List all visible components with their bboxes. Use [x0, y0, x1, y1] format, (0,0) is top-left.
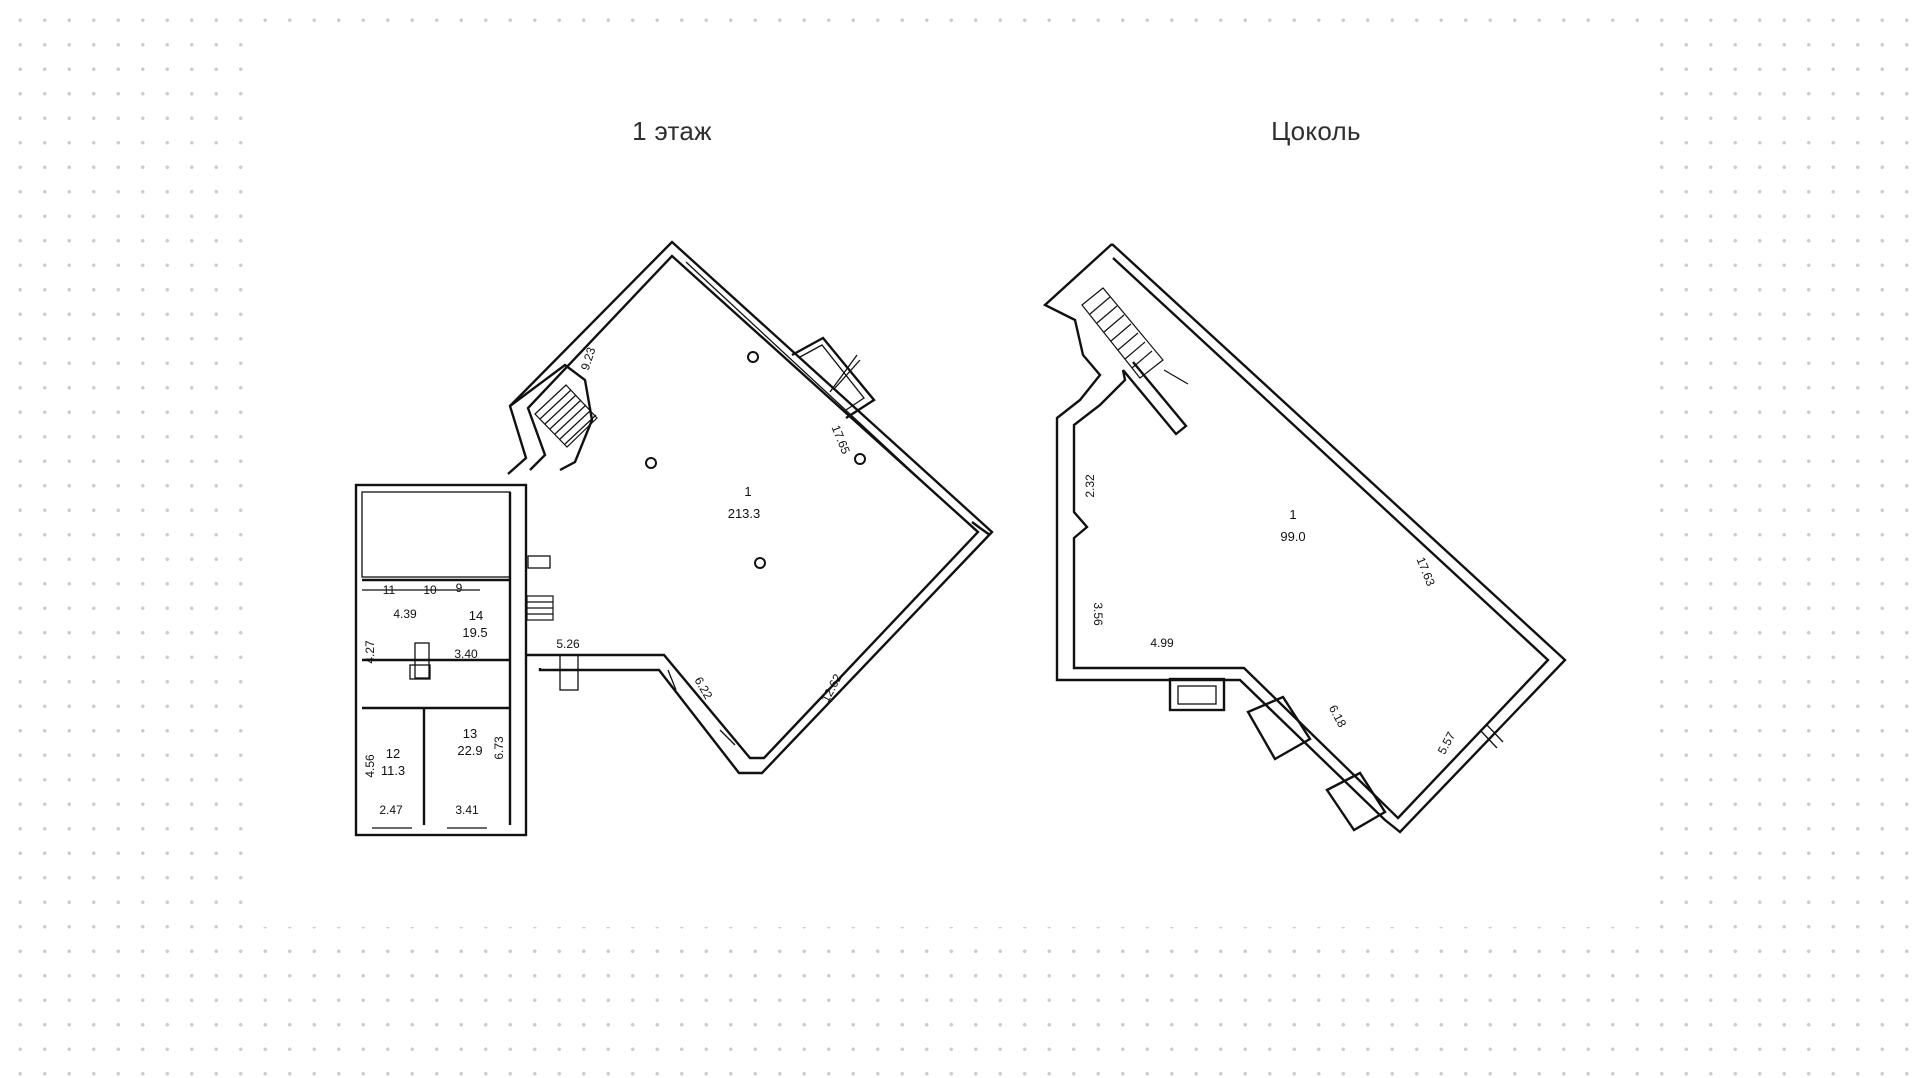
floor1-dim: 5.26	[556, 637, 580, 651]
floor1-plan: 1 213.3 14 19.5 13 22.9 12 11.3 11 10 9 …	[354, 240, 994, 837]
floor1-room1-area: 213.3	[728, 506, 761, 521]
floor1-dim: 4.56	[363, 754, 377, 778]
basement-plan: 1 99.0 2.32 3.56 4.99 17.63 6.18 5.57	[1042, 243, 1567, 834]
floor1-room11-number: 11	[383, 583, 396, 597]
floor1-niche	[527, 555, 551, 569]
basement-window-well	[1246, 695, 1312, 761]
floor1-wc	[414, 642, 430, 679]
basement-room1-area: 99.0	[1280, 529, 1305, 544]
basement-dim: 4.99	[1150, 636, 1174, 650]
floor1-hall-outer-wall	[507, 240, 994, 775]
basement-stair-shaft	[1122, 361, 1188, 436]
basement-dim: 3.56	[1091, 602, 1105, 626]
floor1-door-mark-2	[834, 359, 861, 389]
floor1-porch-inner	[799, 344, 865, 411]
floor1-room10-number: 10	[423, 583, 437, 597]
floor1-column	[754, 557, 766, 569]
floor1-dim: 6.73	[492, 736, 506, 760]
floor1-stair	[534, 384, 598, 448]
floor1-dim: 4.39	[393, 607, 417, 621]
basement-stair	[1081, 287, 1189, 385]
floor1-room14-area: 19.5	[462, 625, 487, 640]
floor1-dim: 3.41	[455, 803, 479, 817]
basement-room1-number: 1	[1289, 507, 1296, 522]
floor1-room13-area: 22.9	[457, 743, 482, 758]
floor1-column	[747, 351, 759, 363]
floor1-room12-area: 11.3	[381, 763, 405, 778]
basement-window-well	[1168, 677, 1226, 712]
basement-outer-wall	[1042, 243, 1567, 834]
floor1-dim: 12.62	[818, 671, 845, 704]
floor1-window-line	[685, 261, 976, 531]
basement-window-mark	[1479, 729, 1498, 749]
floor1-left-wing	[354, 483, 528, 837]
floor1-room1-number: 1	[744, 484, 751, 499]
basement-dim: 5.57	[1435, 729, 1458, 756]
floor1-window-a	[667, 669, 677, 691]
floor1-dim: 17.65	[829, 423, 853, 456]
floor1-dim: 3.40	[454, 647, 478, 661]
basement-dim: 2.32	[1083, 474, 1097, 498]
floor1-dim: 6.22	[692, 674, 716, 702]
floor1-title: 1 этаж	[632, 116, 712, 146]
floor1-room12-number: 12	[386, 746, 400, 761]
floor1-dim: 2.47	[379, 803, 403, 817]
floor1-column	[645, 457, 657, 469]
floor1-room-top	[361, 491, 511, 578]
basement-inner-wall	[1072, 257, 1550, 820]
floor1-corner	[971, 521, 991, 536]
floor1-small-stair	[526, 595, 554, 621]
floor1-dim: 4.27	[363, 640, 377, 664]
floor1-wc-2	[409, 664, 431, 680]
floor1-stair-niche	[509, 363, 594, 472]
floor1-window-b	[719, 729, 736, 746]
floor1-door-mark	[829, 354, 858, 393]
basement-title: Цоколь	[1271, 116, 1361, 146]
floor1-room9-number: 9	[456, 581, 463, 595]
floor1-hall-inner-wall	[525, 254, 980, 760]
floor1-room14-number: 14	[469, 608, 483, 623]
basement-window-mark	[1485, 723, 1504, 743]
floor1-porch	[791, 336, 876, 420]
floor1-room13-number: 13	[463, 726, 477, 741]
floor1-dim: 9.23	[578, 345, 599, 372]
basement-window-well	[1325, 771, 1387, 832]
basement-window-well-inner	[1177, 685, 1217, 705]
basement-dim: 17.63	[1414, 555, 1438, 588]
floor1-entry-steps	[559, 654, 579, 691]
floor1-column	[854, 453, 866, 465]
basement-dim: 6.18	[1326, 703, 1349, 730]
